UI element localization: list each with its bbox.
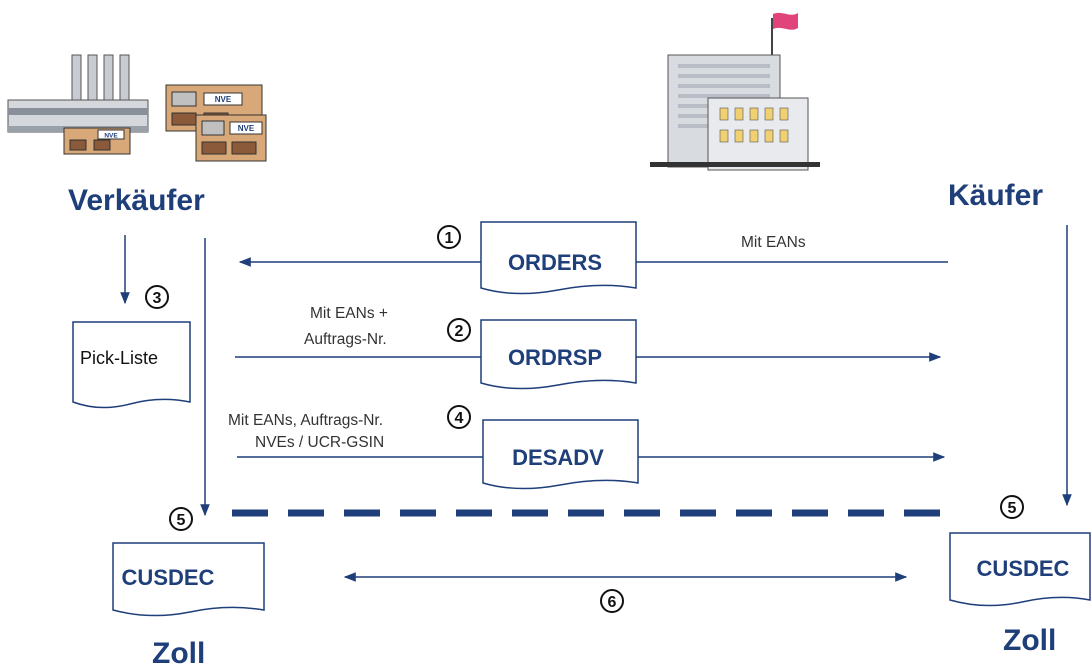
desadv-document: DESADV — [482, 419, 639, 490]
svg-text:5: 5 — [1008, 500, 1017, 517]
seller-label: Verkäufer — [68, 184, 205, 217]
desadv-note-line2: NVEs / UCR-GSIN — [255, 434, 384, 451]
office-building-icon — [650, 12, 820, 171]
ordrsp-note-line2: Auftrags-Nr. — [304, 331, 387, 348]
svg-text:6: 6 — [608, 594, 617, 611]
customs-right-label: Zoll — [1003, 624, 1056, 657]
factory-icon — [7, 54, 149, 133]
svg-text:3: 3 — [153, 290, 162, 307]
step-5-left-badge: 5 — [169, 507, 193, 531]
cusdec-left-document: CUSDEC — [112, 542, 265, 617]
orders-note: Mit EANs — [741, 234, 806, 251]
orders-document: ORDERS — [480, 221, 637, 295]
svg-text:2: 2 — [455, 323, 464, 340]
cusdec-right-document: CUSDEC — [949, 532, 1091, 607]
step-3-badge: 3 — [145, 285, 169, 309]
nve-label: NVE — [238, 124, 255, 133]
svg-text:4: 4 — [455, 410, 464, 427]
customs-left-label: Zoll — [152, 637, 205, 670]
cusdec-left-label: CUSDEC — [122, 565, 215, 590]
cusdec-right-label: CUSDEC — [977, 556, 1070, 581]
step-2-badge: 2 — [447, 318, 471, 342]
pallet-box-icon: NVE — [63, 127, 131, 155]
step-1-badge: 1 — [437, 225, 461, 249]
nve-label-small: NVE — [104, 133, 118, 140]
picklist-document: Pick-Liste — [72, 321, 191, 409]
buyer-label: Käufer — [948, 179, 1043, 212]
desadv-note-line1: Mit EANs, Auftrags-Nr. — [228, 412, 383, 429]
orders-label: ORDERS — [508, 250, 602, 275]
ordrsp-document: ORDRSP — [480, 319, 637, 390]
svg-text:1: 1 — [445, 230, 454, 247]
step-6-badge: 6 — [600, 589, 624, 613]
ordrsp-label: ORDRSP — [508, 345, 602, 370]
svg-text:5: 5 — [177, 512, 186, 529]
desadv-label: DESADV — [512, 445, 604, 470]
picklist-label: Pick-Liste — [80, 348, 158, 368]
pallet-box-icon: NVE — [195, 114, 267, 162]
flag-icon — [773, 12, 798, 30]
ordrsp-note-line1: Mit EANs + — [310, 305, 388, 322]
step-5-right-badge: 5 — [1000, 495, 1024, 519]
nve-label: NVE — [215, 95, 232, 104]
step-4-badge: 4 — [447, 405, 471, 429]
